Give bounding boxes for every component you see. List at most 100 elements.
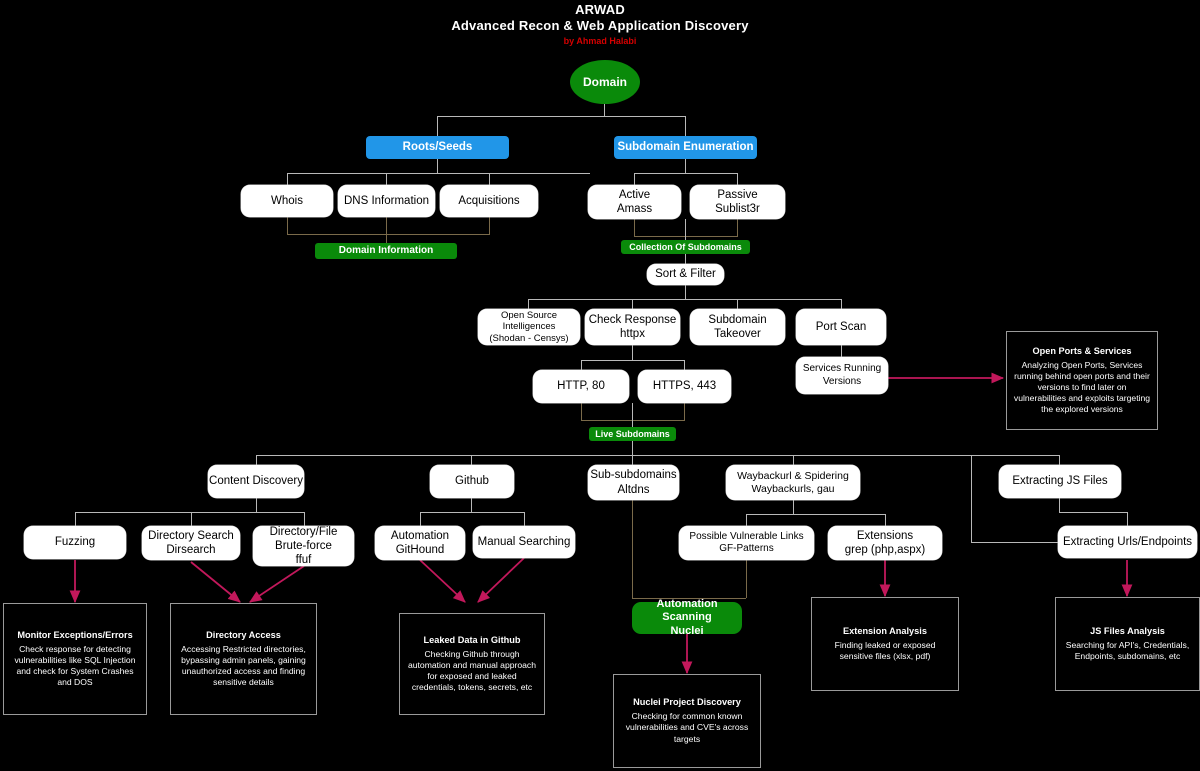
node-waybackurl-spidering[interactable]: Waybackurl & Spidering Waybackurls, gau — [726, 465, 860, 500]
connector — [685, 219, 686, 244]
node-dns-information[interactable]: DNS Information — [338, 185, 435, 217]
desc-js-body: Searching for API's, Credentials, Endpoi… — [1065, 639, 1190, 661]
node-passive-sublist3r[interactable]: Passive Sublist3r — [690, 185, 785, 219]
connector — [841, 299, 842, 309]
connector — [437, 116, 438, 136]
connector — [256, 498, 257, 512]
connector — [737, 219, 738, 236]
node-content-discovery[interactable]: Content Discovery — [208, 465, 304, 498]
connector — [746, 514, 885, 515]
desc-leaked-body: Checking Github through automation and m… — [407, 648, 537, 693]
node-automation-githound[interactable]: Automation GitHound — [375, 526, 465, 560]
node-services-running-versions[interactable]: Services Running Versions — [796, 357, 888, 394]
connector — [528, 299, 529, 309]
node-check-response-httpx[interactable]: Check Response httpx — [585, 309, 680, 345]
node-extensions-grep[interactable]: Extensions grep (php,aspx) — [828, 526, 942, 560]
node-automation-githound-label: Automation GitHound — [390, 529, 450, 556]
node-domain-information[interactable]: Domain Information — [315, 243, 457, 259]
node-automation-scanning-nuclei[interactable]: Automation Scanning Nuclei — [632, 598, 742, 637]
desc-open-ports-services: Open Ports & Services Analyzing Open Por… — [1006, 331, 1158, 430]
node-extracting-urls-endpoints[interactable]: Extracting Urls/Endpoints — [1058, 526, 1197, 558]
desc-monitor-exceptions: Monitor Exceptions/Errors Check response… — [3, 603, 147, 715]
node-osint[interactable]: Open Source Intelligences (Shodan - Cens… — [478, 309, 580, 345]
connector — [489, 173, 490, 185]
connector — [746, 560, 747, 598]
desc-extension-body: Finding leaked or exposed sensitive file… — [834, 639, 936, 661]
connector — [581, 360, 685, 361]
node-subdomain-enumeration[interactable]: Subdomain Enumeration — [614, 136, 757, 159]
connector — [841, 344, 842, 357]
node-port-scan[interactable]: Port Scan — [796, 309, 886, 345]
desc-nuclei-project-discovery: Nuclei Project Discovery Checking for co… — [613, 674, 761, 768]
connector — [632, 598, 746, 599]
node-active-amass-label: Active Amass — [616, 188, 653, 215]
connector — [75, 512, 76, 526]
connector — [632, 500, 633, 598]
desc-nuclei-body: Checking for common known vulnerabilitie… — [625, 711, 749, 744]
node-whois[interactable]: Whois — [241, 185, 333, 217]
desc-extension-analysis: Extension Analysis Finding leaked or exp… — [811, 597, 959, 691]
node-subdomain-takeover[interactable]: Subdomain Takeover — [690, 309, 785, 345]
desc-monitor-body: Check response for detecting vulnerabili… — [14, 643, 136, 688]
connector — [685, 254, 686, 264]
node-passive-sublist3r-label: Passive Sublist3r — [715, 188, 760, 215]
desc-open-ports-body: Analyzing Open Ports, Services running b… — [1013, 359, 1151, 415]
node-services-running-label: Services Running Versions — [802, 363, 882, 387]
connector — [287, 217, 288, 234]
node-active-amass[interactable]: Active Amass — [588, 185, 681, 219]
node-directory-search-dirsearch[interactable]: Directory Search Dirsearch — [142, 526, 240, 560]
arrow-ffuf-to-diraccess — [249, 565, 305, 603]
connector — [634, 173, 738, 174]
node-sub-subdomains-altdns[interactable]: Sub-subdomains Altdns — [588, 465, 679, 500]
connector — [634, 173, 635, 185]
node-extracting-js-files[interactable]: Extracting JS Files — [999, 465, 1121, 498]
connector — [437, 159, 438, 173]
desc-js-files-analysis: JS Files Analysis Searching for API's, C… — [1055, 597, 1200, 691]
desc-leaked-title: Leaked Data in Github — [423, 634, 521, 645]
node-roots-seeds[interactable]: Roots/Seeds — [366, 136, 509, 159]
connector — [471, 498, 472, 512]
connector — [632, 403, 633, 427]
connector — [971, 542, 1066, 543]
node-collection-of-subdomains[interactable]: Collection Of Subdomains — [621, 240, 750, 254]
node-fuzzing[interactable]: Fuzzing — [24, 526, 126, 559]
node-https-443[interactable]: HTTPS, 443 — [638, 370, 731, 403]
connector — [793, 500, 794, 514]
connector — [1059, 455, 1060, 465]
connector — [737, 173, 738, 185]
node-acquisitions[interactable]: Acquisitions — [440, 185, 538, 217]
desc-extension-title: Extension Analysis — [843, 625, 927, 636]
connector — [737, 299, 738, 309]
connector — [685, 285, 686, 299]
page-subtitle: Advanced Recon & Web Application Discove… — [451, 18, 749, 33]
connector — [528, 299, 842, 300]
node-directory-brute-force-ffuf[interactable]: Directory/File Brute-force ffuf — [253, 526, 354, 566]
desc-directory-access: Directory Access Accessing Restricted di… — [170, 603, 317, 715]
desc-directory-access-title: Directory Access — [206, 629, 281, 640]
connector — [632, 455, 633, 465]
desc-js-title: JS Files Analysis — [1090, 625, 1165, 636]
connector — [471, 455, 472, 465]
connector — [287, 173, 590, 174]
node-extensions-grep-label: Extensions grep (php,aspx) — [844, 529, 926, 556]
node-domain[interactable]: Domain — [570, 60, 640, 104]
node-manual-searching[interactable]: Manual Searching — [473, 526, 575, 558]
connector — [634, 219, 635, 236]
page-byline: by Ahmad Halabi — [563, 36, 637, 46]
node-possible-vulnerable-links[interactable]: Possible Vulnerable Links GF-Patterns — [679, 526, 814, 560]
node-check-response-label: Check Response httpx — [588, 313, 677, 340]
connector — [684, 403, 685, 420]
connector — [287, 234, 490, 235]
connector — [632, 441, 633, 455]
node-github[interactable]: Github — [430, 465, 514, 498]
connector — [885, 514, 886, 526]
connector — [634, 236, 738, 237]
connector — [75, 512, 304, 513]
connector — [581, 403, 582, 420]
node-live-subdomains[interactable]: Live Subdomains — [589, 427, 676, 441]
node-sort-filter[interactable]: Sort & Filter — [647, 264, 724, 285]
connector — [304, 512, 305, 526]
node-http-80[interactable]: HTTP, 80 — [533, 370, 629, 403]
node-osint-label: Open Source Intelligences (Shodan - Cens… — [489, 309, 569, 344]
